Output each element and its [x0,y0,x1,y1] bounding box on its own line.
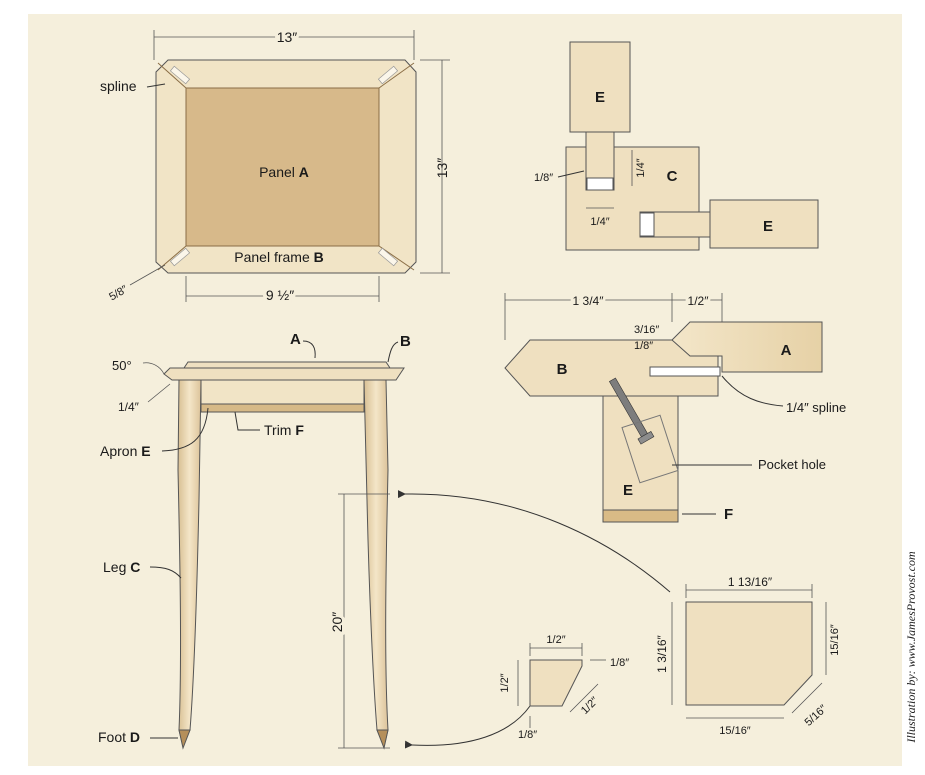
apron-e-side [709,199,819,249]
foot-right-dim: 1/8″ [610,657,629,669]
detail-dim-3-16: 3/16″ [634,324,659,336]
foot-d-right [376,729,389,750]
trim-label: Trim F [264,422,304,438]
panel-width-dim: 13″ [277,29,298,45]
spline-mark [169,247,191,267]
leg-bottom-dim: 15/16″ [719,725,751,737]
eighth-dim: 1/8″ [534,172,553,184]
e-top-label: E [595,89,605,106]
panel-a-label: Panel A [259,164,309,180]
table-front-view: A B 50° 1/4″ Trim F Apron E Leg C Foot D… [98,331,671,750]
quarter-dim-v: 1/4″ [635,158,647,177]
detail-f-label: F [724,506,733,523]
foot-bottom-dim: 1/8″ [518,729,537,741]
foot-cross-section: 1/2″ 1/2″ 1/8″ 1/2″ 1/8″ [499,634,629,741]
foot-top-dim: 1/2″ [546,634,565,646]
apron-e [200,379,365,405]
credit-text: Illustration by: www.JamesProvost.com [904,551,918,744]
leg-section-shape [685,601,813,706]
foot-label: Foot D [98,729,140,745]
front-a-label: A [290,331,301,348]
panel-frame-text: Panel frame [234,249,310,265]
leg-joint-section: E E C 1/8″ 1/4″ 1/4″ [534,41,819,251]
panel-a [185,87,380,247]
detail-spline-label: 1/4″ spline [786,400,846,415]
foot-section-shape [529,659,583,707]
detail-e-label: E [623,482,633,499]
detail-dim-right: 1/2″ [688,294,710,308]
top-frame-b [163,367,405,381]
panel-a-letter: A [299,164,309,180]
trim-f-detail [602,509,679,523]
angle-label: 50° [112,358,132,373]
trim-f [200,403,365,413]
top-panel-a [183,361,391,369]
panel-a-detail [671,321,823,373]
spline-mark [377,65,399,85]
leg-top-dim: 1 13/16″ [728,575,773,589]
panel-frame-label: Panel frame B [234,249,324,265]
leg-letter: C [130,559,140,575]
trim-text: Trim [264,422,291,438]
panel-height-dim: 13″ [434,158,450,179]
c-label: C [667,168,678,185]
spline-label: spline [100,78,137,94]
pocket-hole [621,414,679,484]
leg-right-dim: 15/16″ [829,624,841,656]
detail-dim-1-8: 1/8″ [634,340,653,352]
panel-a-text: Panel [259,164,295,180]
foot-left-dim: 1/2″ [499,673,511,692]
front-b-label: B [400,333,411,350]
frame-joint-detail: 1 3/4″ 1/2″ 3/16″ 1/8″ B A 1/4″ spline P… [504,291,846,523]
panel-frame-letter: B [314,249,324,265]
detail-b-label: B [557,361,568,378]
apron-letter: E [141,443,150,459]
trim-letter: F [295,422,304,438]
apron-label: Apron E [100,443,151,459]
foot-text: Foot [98,729,126,745]
quarter-label: 1/4″ [118,400,140,414]
e-side-label: E [763,218,773,235]
spline-mark [377,247,399,267]
panel-inner-dim: 9 ½″ [266,287,294,303]
leg-label: Leg C [103,559,140,575]
leg-left-dim: 1 3/16″ [655,634,669,672]
leg-text: Leg [103,559,126,575]
credit-svg: Illustration by: www.JamesProvost.com [904,551,918,744]
panel-top-view: 13″ 13″ 9 ½″ 5/8″ spline Panel A Panel f… [100,26,450,306]
height-dim: 20″ [329,612,345,633]
foot-d-left [178,729,191,750]
foot-letter: D [130,729,140,745]
detail-dim-left: 1 3/4″ [573,294,605,308]
apron-e-detail [602,395,679,511]
apron-e-top [569,41,631,133]
credit-box: Illustration by: www.JamesProvost.com [901,530,921,765]
pocket-hole-label: Pocket hole [758,457,826,472]
apron-text: Apron [100,443,137,459]
spline-mark [169,65,191,85]
quarter-dim-h: 1/4″ [590,216,609,228]
detail-a-label: A [781,342,792,359]
